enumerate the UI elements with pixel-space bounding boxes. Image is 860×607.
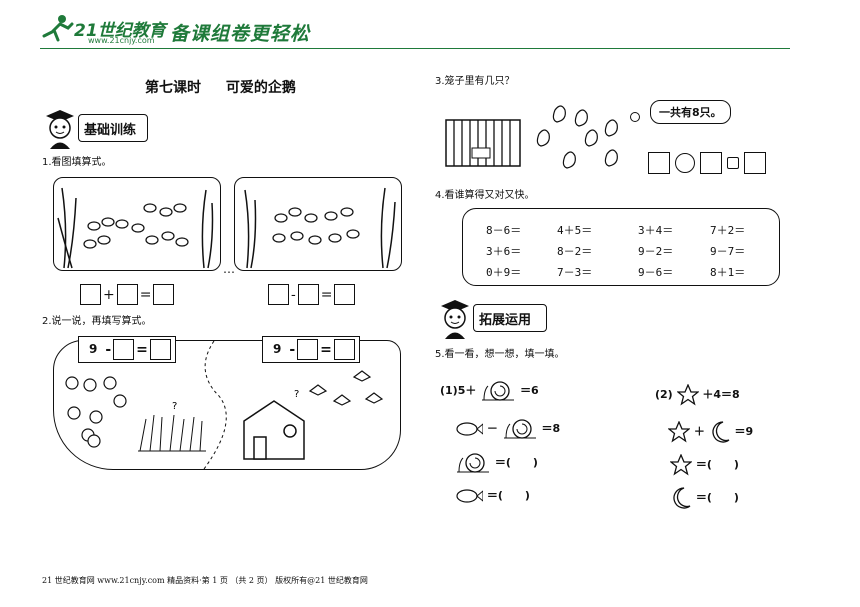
q5-right-line3: ＝( ) [669, 453, 739, 476]
moon-icon [712, 421, 730, 443]
q4-problem: 8＋1＝ [710, 266, 746, 279]
q5-right-line2: ＋ ＝9 [667, 420, 753, 444]
runner-logo-icon [42, 15, 74, 42]
q4-problem: 4＋5＝ [557, 224, 593, 237]
q4-card [462, 208, 780, 286]
q1-picture-left [53, 177, 221, 271]
fish-icon [456, 489, 484, 503]
star-icon [667, 420, 691, 443]
lesson-name: 可爱的企鹅 [225, 80, 296, 96]
q1-answer-box[interactable] [297, 284, 319, 305]
brand-site: www.21cnjy.com [88, 36, 155, 45]
q1-answer-box[interactable] [334, 284, 356, 305]
q2-answer-box[interactable] [297, 339, 319, 360]
basic-banner: 基础训练 [42, 108, 152, 150]
q1-label: 1.看图填算式。 [42, 157, 112, 168]
student-mascot-icon [46, 110, 74, 149]
q4-problem: 7－3＝ [557, 266, 593, 279]
q4-problem: 3＋6＝ [486, 245, 522, 258]
star-icon [669, 453, 693, 476]
q1-picture-right [234, 177, 402, 271]
q4-problem: 8－6＝ [486, 224, 522, 237]
footer-text: 21 世纪教育网 www.21cnjy.com 精品资料·第 1 页 （共 2 … [42, 576, 368, 585]
q5-left-line3: ＝( ) [455, 452, 538, 474]
q3-geese-icon [536, 105, 618, 169]
q4-label: 4.看谁算得又对又快。 [435, 190, 535, 201]
q3-answer-box[interactable] [648, 152, 670, 174]
q3-bubble-tail [630, 112, 640, 122]
q3-speech-bubble: 一共有8只。 [650, 100, 731, 124]
q4-problem: 9－7＝ [710, 245, 746, 258]
extend-banner-label: 拓展运用 [479, 313, 532, 328]
q5-left-line1: (1)5＋ ＝6 [440, 380, 539, 402]
lesson-number: 第七课时 [145, 80, 201, 96]
q5-right-line4: ＝( ) [670, 486, 739, 510]
q5-label: 5.看一看，想一想，填一填。 [435, 349, 565, 360]
q3-label: 3.笼子里有几只？ [435, 76, 515, 87]
fish-icon [456, 422, 484, 436]
q3-equation [648, 152, 767, 174]
q4-problem: 3＋4＝ [638, 224, 674, 237]
q2-answer-box[interactable] [333, 339, 355, 360]
q1-answer-box[interactable] [80, 284, 101, 305]
q4-problem: 0＋9＝ [486, 266, 522, 279]
q4-problem: 8－2＝ [557, 245, 593, 258]
q3-cage-icon [445, 119, 521, 167]
q5-left-line4: ＝( ) [455, 487, 530, 504]
snail-icon [503, 419, 536, 439]
q1-answer-box[interactable] [116, 284, 138, 305]
snail-icon [457, 453, 489, 473]
q3-answer-box[interactable] [744, 152, 767, 174]
lesson-title: 第七课时 可爱的企鹅 [145, 77, 296, 97]
extend-book [473, 304, 547, 332]
header: 21世纪教育 www.21cnjy.com 备课组卷更轻松 [40, 14, 790, 48]
student-mascot-icon [441, 300, 469, 339]
brand-name: 21世纪教育 [74, 21, 166, 41]
q4-problem: 9－2＝ [638, 245, 674, 258]
q3-operator-circle[interactable] [727, 157, 740, 169]
q3-answer-box[interactable] [700, 152, 723, 174]
q5-right-line1: (2) ＋4＝8 [655, 383, 740, 406]
moon-icon [673, 487, 691, 509]
q2-picture: ? ? [53, 340, 401, 470]
q1-right-equation: -= [268, 284, 356, 305]
q2-answer-box[interactable] [149, 339, 171, 360]
q4-problem: 9－6＝ [638, 266, 674, 279]
q2-answer-box[interactable] [113, 339, 135, 360]
q3-operator-circle[interactable] [675, 153, 696, 173]
q1-dots: … [223, 262, 235, 276]
header-rule [40, 48, 790, 49]
extend-banner: 拓展运用 [437, 298, 552, 340]
snail-icon [482, 381, 515, 401]
q2-label: 2.说一说，再填写算式。 [42, 316, 152, 327]
q1-answer-box[interactable] [268, 284, 289, 305]
q2-left-equation: 9-= [78, 336, 176, 363]
q4-problem: 7＋2＝ [710, 224, 746, 237]
basic-book [78, 114, 148, 142]
q5-left-line2: － ＝8 [455, 418, 560, 440]
q2-qmark-right: ? [294, 389, 299, 400]
q1-answer-box[interactable] [153, 284, 175, 305]
q2-qmark-left: ? [172, 401, 177, 412]
basic-banner-label: 基础训练 [84, 123, 137, 138]
star-icon [675, 383, 700, 406]
q1-left-equation: += [80, 284, 175, 305]
q2-right-equation: 9-= [262, 336, 360, 363]
brand-slogan: 备课组卷更轻松 [170, 23, 311, 45]
